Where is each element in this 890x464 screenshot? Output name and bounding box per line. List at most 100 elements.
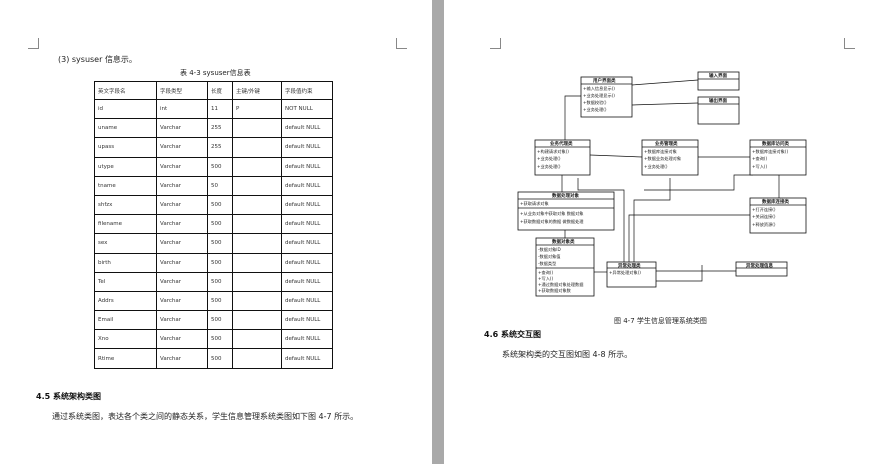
connector [631,79,699,86]
svg-text:+异常处理对象(): +异常处理对象() [609,269,641,276]
section-paragraph: 系统架构类的交互图如图 4-8 所示。 [502,350,633,359]
table-cell: int [156,98,208,120]
table-cell: Varchar [156,118,208,139]
page-gap [432,0,444,464]
table-cell: Rtime [94,348,157,369]
svg-text:数据处理对象: 数据处理对象 [552,192,579,199]
svg-text:+关闭连接(): +关闭连接() [752,213,776,220]
table-cell: default NULL [281,271,333,292]
table-cell [232,194,282,216]
table-caption: 表 4-3 sysuser信息表 [180,69,251,77]
table-cell: 50 [207,175,233,196]
table-header-cell: 英文字段名 [94,81,157,100]
table-cell: Varchar [156,290,208,312]
svg-text:输出界面: 输出界面 [709,97,727,104]
table-header-cell: 字段类型 [156,81,208,100]
svg-text:+查询(): +查询() [752,155,768,162]
table-cell: id [94,98,157,120]
svg-text:+从业务对象中获取对象 数据对象: +从业务对象中获取对象 数据对象 [520,210,583,217]
connector [589,154,643,158]
table-cell: default NULL [281,118,333,139]
table-cell: Varchar [156,271,208,292]
table-cell: default NULL [281,329,333,350]
table-cell: uname [94,118,157,139]
connector [577,178,625,262]
svg-text:+数据校验(): +数据校验() [583,99,607,106]
class-exception-handler: 异常处理类 +异常处理对象() [606,261,657,288]
svg-text:用户界面类: 用户界面类 [592,77,616,84]
svg-text:数据库访问类: 数据库访问类 [762,140,789,147]
table-cell: 500 [207,290,233,312]
table-cell: default NULL [281,233,333,254]
class-diagram: 用户界面类 +输入信息显示() +业务处理显示() +数据校验() +业务处理(… [517,71,807,297]
svg-text:+通过数据对象处理数据: +通过数据对象处理数据 [538,281,583,288]
svg-text:+打开连接(): +打开连接() [752,206,776,213]
table-cell: default NULL [281,194,333,216]
class-request-handler: 数据处理对象 +获取请求对象 +从业务对象中获取对象 数据对象 +获取数据对象的… [517,191,615,231]
connector [631,102,699,106]
connector [633,178,671,262]
svg-text:异常处理类: 异常处理类 [618,262,641,269]
table-cell [232,175,282,196]
table-cell: default NULL [281,175,333,196]
table-cell [232,118,282,139]
table-cell: Email [94,310,157,331]
table-cell [232,348,282,369]
table-cell: Varchar [156,329,208,350]
table-header-cell: 主键/外键 [232,81,282,100]
table-cell: utype [94,156,157,177]
class-data-object: 数据对象类 -数据对象ID -数据对象值 -数据类型 +查询() +写入() +… [535,237,595,297]
table-cell: 500 [207,252,233,273]
table-cell: sex [94,233,157,254]
table-cell: birth [94,252,157,273]
svg-text:+构建请求对象(): +构建请求对象() [537,148,569,155]
svg-text:+业务处理(): +业务处理() [583,106,607,113]
class-db-access: 数据库访问类 +数据库连接对象() +查询() +写入() [749,139,807,176]
table-cell: default NULL [281,348,333,369]
margin-corner-mark [490,38,501,49]
svg-text:+业务处理(): +业务处理() [537,155,561,162]
table-cell [232,310,282,331]
table-cell [232,214,282,235]
svg-text:+查询(): +查询() [538,269,554,276]
table-cell [232,233,282,254]
svg-text:+获取请求对象: +获取请求对象 [520,200,549,207]
table-header-cell: 字段值约束 [281,81,333,100]
table-cell: P [232,98,282,120]
svg-text:异常处理信息: 异常处理信息 [746,262,773,269]
table-cell: Varchar [156,156,208,177]
connector [628,214,750,262]
table-cell [232,156,282,177]
svg-text:数据对象类: 数据对象类 [552,238,575,245]
table-cell: 500 [207,348,233,369]
table-cell: Varchar [156,214,208,235]
table-cell: 500 [207,214,233,235]
section-paragraph: 通过系统类图，表达各个类之间的静态关系，学生信息管理系统类图如下图 4-7 所示… [52,412,359,421]
table-cell [232,271,282,292]
table-cell: 255 [207,118,233,139]
class-input-interface: 输入界面 [697,71,740,91]
class-business-proxy: 业务代理类 +构建请求对象() +业务处理() +业务处理() [534,139,591,176]
table-cell: shfzx [94,194,157,216]
table-cell: 500 [207,156,233,177]
table-cell: Addrs [94,290,157,312]
class-business-manager: 业务管理类 +数据库连接对象 +数据业务处理对象 +业务处理() [641,139,699,176]
table-cell: Varchar [156,194,208,216]
table-cell: Xno [94,329,157,350]
svg-text:+业务处理(): +业务处理() [537,163,561,170]
table-cell [232,329,282,350]
table-cell: 11 [207,98,233,120]
table-header-cell: 长度 [207,81,233,100]
svg-text:+数据库连接对象: +数据库连接对象 [644,148,677,155]
margin-corner-mark [28,38,39,49]
